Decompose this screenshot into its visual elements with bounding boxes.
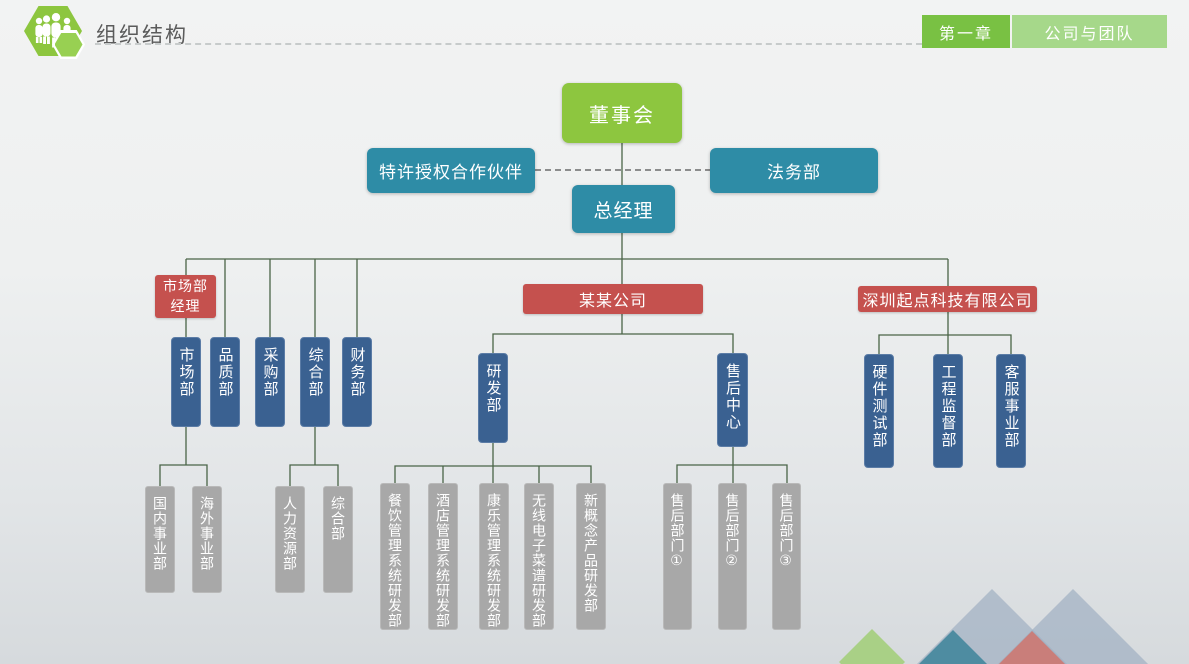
org-node-shenzhen-company: 深圳起点科技有限公司 xyxy=(858,286,1037,312)
org-node-board: 董事会 xyxy=(562,83,682,143)
org-node-catering-system-rd: 餐饮管理系统研发部 xyxy=(380,483,410,630)
org-node-rd-dept: 研发部 xyxy=(478,353,508,443)
org-node-purchasing-dept: 采购部 xyxy=(255,337,285,427)
chapter-badge: 第一章 xyxy=(922,15,1010,48)
section-badge: 公司与团队 xyxy=(1012,15,1167,48)
org-node-franchise-partner: 特许授权合作伙伴 xyxy=(367,148,535,193)
org-node-legal-dept: 法务部 xyxy=(710,148,878,193)
org-node-general-sub-dept: 综合部 xyxy=(323,486,353,593)
org-node-quality-dept: 品质部 xyxy=(210,337,240,427)
org-node-finance-dept: 财务部 xyxy=(342,337,372,427)
org-node-aftersales-dept-3: 售后部门③ xyxy=(772,483,801,630)
org-node-wireless-menu-rd: 无线电子菜谱研发部 xyxy=(524,483,554,630)
page-title: 组织结构 xyxy=(96,24,188,47)
org-node-general-affairs-dept: 综合部 xyxy=(300,337,330,427)
org-node-overseas-business-dept: 海外事业部 xyxy=(192,486,222,593)
org-node-engineering-supervision-dept: 工程监督部 xyxy=(933,354,963,468)
org-node-marketing-dept: 市场部 xyxy=(171,337,201,427)
org-node-aftersales-dept-1: 售后部门① xyxy=(663,483,692,630)
org-node-aftersales-center: 售后中心 xyxy=(717,353,748,447)
org-node-hardware-test-dept: 硬件测试部 xyxy=(864,354,894,468)
org-node-new-concept-rd: 新概念产品研发部 xyxy=(576,483,606,630)
header-dashed-divider xyxy=(95,43,922,45)
org-node-marketing-manager: 市场部经理 xyxy=(155,275,216,318)
org-node-hotel-system-rd: 酒店管理系统研发部 xyxy=(428,483,458,630)
org-node-general-manager: 总经理 xyxy=(572,185,675,233)
org-node-company: 某某公司 xyxy=(523,284,703,314)
org-node-aftersales-dept-2: 售后部门② xyxy=(718,483,747,630)
org-node-hr-dept: 人力资源部 xyxy=(275,486,305,593)
org-node-customer-service-dept: 客服事业部 xyxy=(996,354,1026,468)
org-node-recreation-system-rd: 康乐管理系统研发部 xyxy=(479,483,509,630)
org-node-domestic-business-dept: 国内事业部 xyxy=(145,486,175,593)
